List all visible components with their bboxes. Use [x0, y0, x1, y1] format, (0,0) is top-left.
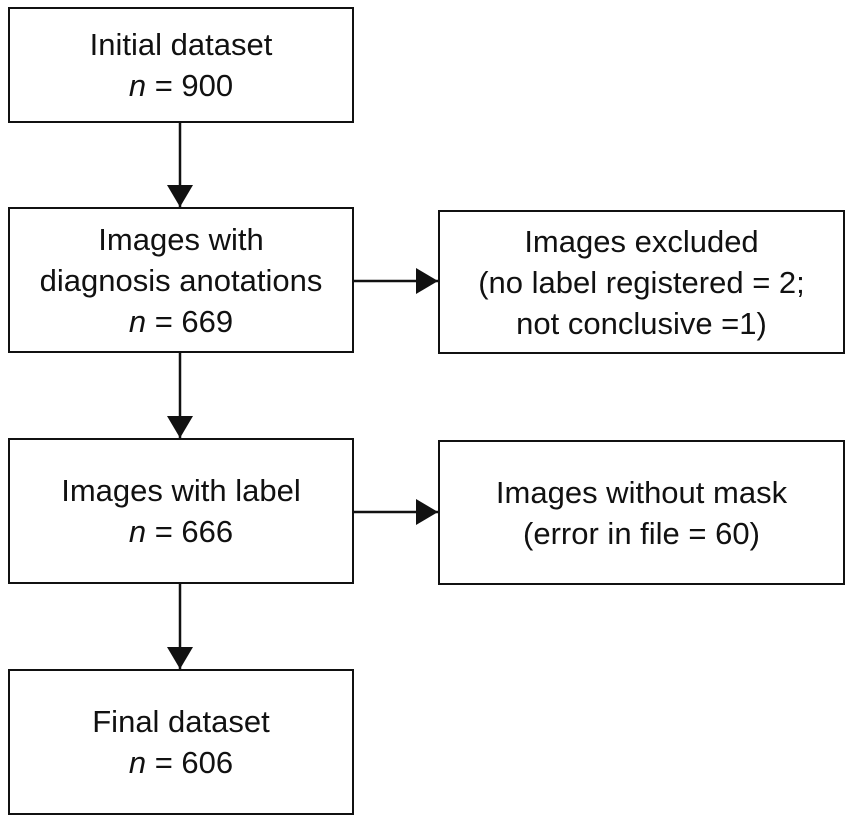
diagnosis-title-line2: diagnosis anotations	[39, 262, 323, 298]
without-mask-detail: (error in file = 60)	[523, 515, 760, 551]
final-title: Final dataset	[92, 704, 270, 739]
initial-title: Initial dataset	[89, 27, 273, 62]
arrowhead-labeled-to-without-mask	[416, 499, 438, 525]
arrowhead-diagnosis-to-excluded	[416, 268, 438, 294]
excluded-detail-line1: (no label registered = 2;	[478, 264, 805, 300]
arrowhead-labeled-to-final	[167, 647, 193, 669]
box-initial-dataset: Initial dataset n = 900	[8, 7, 354, 123]
diagnosis-n-label: n	[128, 303, 147, 339]
labeled-n-value: = 666	[154, 514, 234, 549]
box-images-excluded: Images excluded (no label registered = 2…	[438, 210, 845, 354]
excluded-detail-line2: not conclusive =1)	[516, 305, 767, 341]
without-mask-title: Images without mask	[495, 474, 788, 510]
initial-n-label: n	[128, 68, 147, 103]
final-n-label: n	[128, 745, 147, 780]
excluded-title: Images excluded	[524, 223, 759, 259]
labeled-count: n = 666	[129, 511, 233, 552]
final-n-value: = 606	[154, 745, 234, 780]
final-count: n = 606	[129, 742, 233, 783]
labeled-n-label: n	[128, 514, 147, 549]
diagnosis-n-value: = 669	[154, 303, 234, 339]
arrowhead-diagnosis-to-labeled	[167, 416, 193, 438]
initial-n-value: = 900	[154, 68, 234, 103]
labeled-title: Images with label	[61, 473, 301, 508]
box-images-without-mask: Images without mask (error in file = 60)	[438, 440, 845, 585]
arrowhead-initial-to-diagnosis	[167, 185, 193, 207]
diagnosis-count: n = 669	[129, 301, 233, 342]
box-images-with-label: Images with label n = 666	[8, 438, 354, 584]
box-diagnosis-annotations: Images with diagnosis anotations n = 669	[8, 207, 354, 353]
diagnosis-title-line1: Images with	[98, 221, 264, 257]
box-final-dataset: Final dataset n = 606	[8, 669, 354, 815]
initial-count: n = 900	[129, 65, 233, 106]
